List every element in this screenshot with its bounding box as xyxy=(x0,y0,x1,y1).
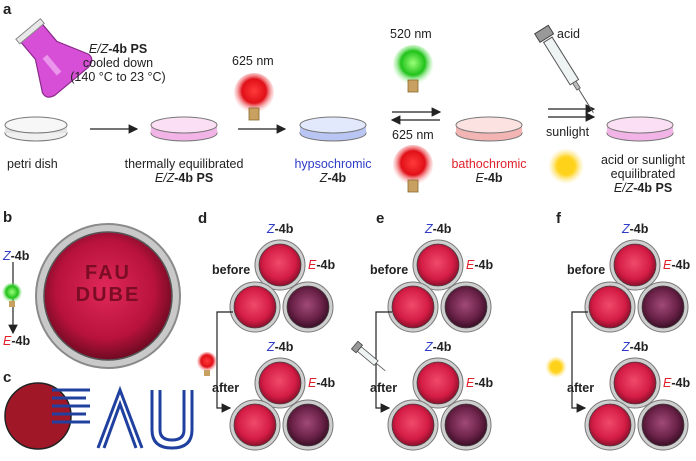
dish-mix-d-before xyxy=(229,281,281,333)
label-hypsochromic: hypsochromic Z-4b xyxy=(294,157,372,185)
def-before-label-d: before xyxy=(212,263,251,277)
sun-icon xyxy=(548,148,584,184)
def-z-label-e-before: Z-4b xyxy=(425,222,452,236)
label-final: acid or sunlight equilibrated E/Z-4b PS xyxy=(600,153,686,195)
label-sunlight: sunlight xyxy=(546,125,590,139)
large-petri-dish xyxy=(35,223,181,369)
dish-z-e-after xyxy=(412,357,464,409)
dish-mix-f-after xyxy=(584,399,636,451)
dish-z-d-before xyxy=(254,239,306,291)
dish-mix-e-after xyxy=(387,399,439,451)
b-e-label: E-4b xyxy=(3,334,31,348)
dish-z-f-before xyxy=(609,239,661,291)
dish-e-d-after xyxy=(282,399,334,451)
dish-e-f-after xyxy=(637,399,689,451)
sun-icon-f xyxy=(545,356,567,378)
def-z-label-d-after: Z-4b xyxy=(267,340,294,354)
panel-label-f: f xyxy=(556,210,561,227)
def-z-label-e-after: Z-4b xyxy=(425,340,452,354)
def-after-label-e: after xyxy=(370,381,398,395)
b-z-label: Z-4b xyxy=(3,249,30,263)
def-e-label-d-before: E-4b xyxy=(308,258,336,272)
def-before-label-e: before xyxy=(370,263,409,277)
def-e-label-d-after: E-4b xyxy=(308,376,336,390)
cooled-text: E/Z-4b PS cooled down (140 °C to 23 °C) xyxy=(70,42,166,84)
def-z-label-f-before: Z-4b xyxy=(622,222,649,236)
petri-dish-pink xyxy=(150,116,218,142)
label-acid: acid xyxy=(557,27,580,41)
dish-z-f-after xyxy=(609,357,661,409)
petri-dish-blue xyxy=(299,116,367,142)
petri-dish-red xyxy=(455,116,523,142)
panel-label-d: d xyxy=(198,210,208,227)
dish-e-e-after xyxy=(440,399,492,451)
label-625nm-top: 625 nm xyxy=(232,54,274,68)
big-dish-text: FAU DUBE xyxy=(75,262,141,306)
dish-e-f-before xyxy=(637,281,689,333)
def-e-label-e-before: E-4b xyxy=(466,258,494,272)
def-after-label-f: after xyxy=(567,381,595,395)
dish-clusters xyxy=(229,239,689,451)
dish-mix-d-after xyxy=(229,399,281,451)
def-z-label-d-before: Z-4b xyxy=(267,222,294,236)
label-625nm-bottom: 625 nm xyxy=(392,128,434,142)
dish-z-e-before xyxy=(412,239,464,291)
label-520nm: 520 nm xyxy=(390,27,432,41)
dish-z-d-after xyxy=(254,357,306,409)
label-petri-dish: petri dish xyxy=(7,157,58,171)
dish-e-e-before xyxy=(440,281,492,333)
red-bulb-icon-d xyxy=(197,352,217,376)
label-bathochromic: bathochromic E-4b xyxy=(451,157,527,185)
panel-label-b: b xyxy=(3,209,13,226)
flask-icon xyxy=(15,17,93,98)
def-before-label-f: before xyxy=(567,263,606,277)
def-e-label-e-after: E-4b xyxy=(466,376,494,390)
def-after-label-d: after xyxy=(212,381,240,395)
def-e-label-f-after: E-4b xyxy=(663,376,691,390)
green-bulb-icon-b xyxy=(2,283,22,307)
def-e-label-f-before: E-4b xyxy=(663,258,691,272)
panel-label-e: e xyxy=(376,210,385,227)
dish-e-d-before xyxy=(282,281,334,333)
petri-dish-final xyxy=(606,116,674,142)
red-bulb-icon-2 xyxy=(393,145,433,193)
dish-mix-f-before xyxy=(584,281,636,333)
def-z-label-f-after: Z-4b xyxy=(622,340,649,354)
label-thermal: thermally equilibrated E/Z-4b PS xyxy=(124,157,244,185)
petri-dish-empty xyxy=(4,116,68,142)
syringe-icon-e xyxy=(350,340,386,372)
panel-label-a: a xyxy=(3,1,12,18)
green-bulb-icon xyxy=(393,45,433,93)
bracket-arrow-d xyxy=(216,311,233,413)
panel-label-c: c xyxy=(3,369,12,386)
bracket-arrow-f xyxy=(571,311,588,413)
syringe-icon xyxy=(534,24,594,113)
fau-logo xyxy=(4,382,194,450)
dish-mix-e-before xyxy=(387,281,439,333)
red-bulb-icon xyxy=(234,73,274,121)
